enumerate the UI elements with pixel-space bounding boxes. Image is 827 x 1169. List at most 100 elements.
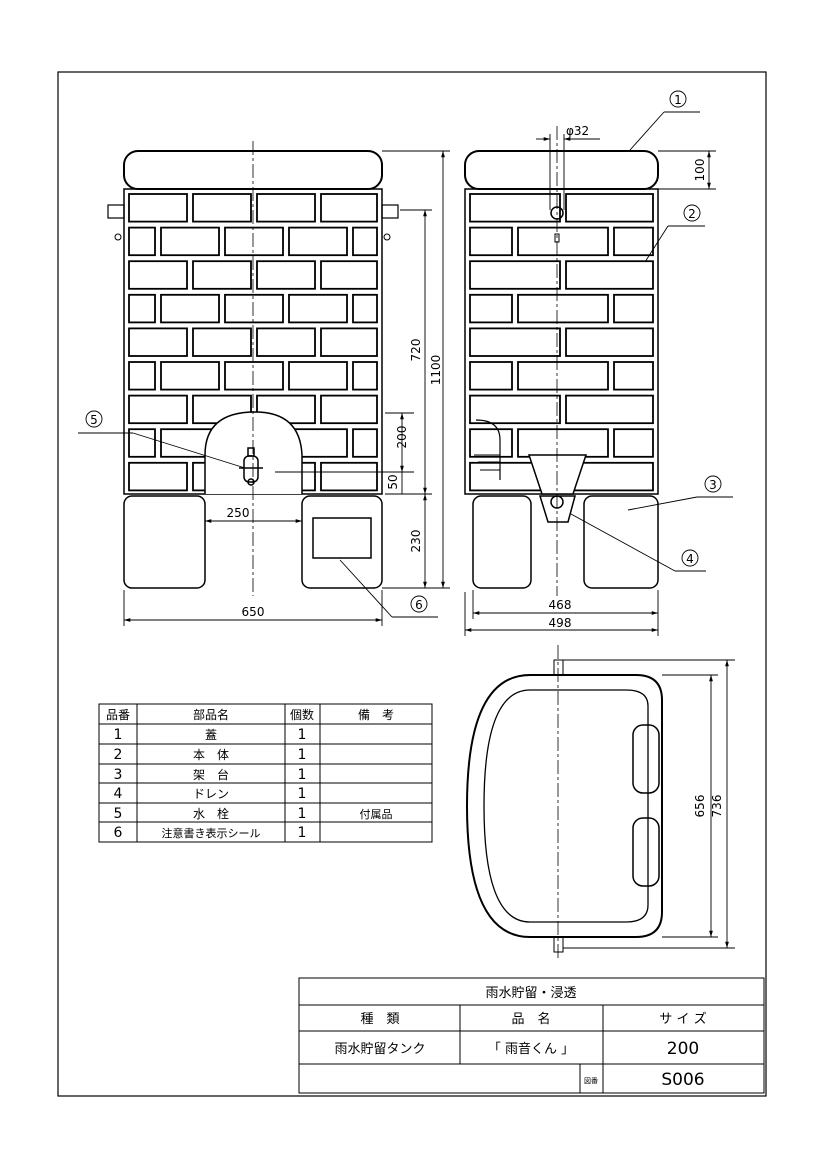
- th-note: 備 考: [358, 707, 394, 722]
- row-2-no: 2: [114, 747, 123, 763]
- side-dimension-labels: φ32 100 468 498: [549, 124, 707, 630]
- brick: [613, 293, 654, 324]
- brick: [128, 193, 188, 223]
- row-5-note: 付属品: [360, 808, 393, 821]
- brick: [320, 260, 378, 290]
- brick: [469, 293, 513, 324]
- brick: [517, 361, 609, 391]
- front-stand-right: [301, 495, 383, 589]
- callout-labels: 1 2 3 4 5 6: [90, 93, 717, 612]
- brick: [128, 461, 188, 492]
- brick: [160, 293, 220, 324]
- brick: [469, 327, 561, 357]
- row-2-name: 本 体: [193, 748, 229, 762]
- brick: [352, 226, 378, 257]
- row-5-qty: 1: [298, 806, 307, 822]
- brick: [192, 193, 252, 223]
- brick: [352, 428, 378, 458]
- th-no: 品番: [106, 708, 130, 722]
- brick: [256, 260, 316, 290]
- dim-736: 736: [710, 795, 724, 818]
- row-4-no: 4: [114, 786, 123, 802]
- brick: [128, 394, 188, 425]
- title-block-text: 雨水貯留・浸透 種 類 品 名 サ イ ズ 雨水貯留タンク 「 雨音くん 」 2…: [334, 986, 706, 1090]
- sheet-border: [57, 71, 767, 1097]
- row-6-name: 注意書き表示シール: [162, 826, 261, 840]
- brick: [256, 327, 316, 357]
- row-3-name: 架 台: [193, 767, 229, 782]
- dim-1100: 1100: [429, 355, 443, 386]
- callout-3: 3: [709, 478, 717, 492]
- row-3-no: 3: [114, 767, 123, 783]
- plan-outline-outer: [465, 674, 663, 938]
- brick: [469, 428, 513, 458]
- brick: [160, 361, 220, 391]
- brick: [288, 361, 348, 391]
- row-1-qty: 1: [298, 727, 307, 743]
- brick: [128, 327, 188, 357]
- row-1-name: 蓋: [205, 728, 217, 742]
- dim-230: 230: [409, 530, 423, 553]
- drain-funnel: [527, 454, 588, 495]
- type-label: 種 類: [360, 1011, 399, 1027]
- row-6-no: 6: [114, 825, 123, 841]
- brick: [517, 293, 609, 324]
- front-dimensions: [123, 150, 450, 626]
- faucet: [239, 447, 263, 486]
- drawing-no: S006: [661, 1070, 704, 1090]
- size-label: サ イ ズ: [659, 1011, 706, 1027]
- dim-468: 468: [549, 598, 572, 612]
- brick: [128, 293, 156, 324]
- brick: [613, 361, 654, 391]
- dim-720: 720: [409, 339, 423, 362]
- brick: [288, 226, 348, 257]
- row-4-name: ドレン: [193, 787, 229, 801]
- side-view: [464, 126, 659, 596]
- callout-6: 6: [415, 598, 423, 612]
- callout-1: 1: [674, 93, 682, 107]
- brick: [469, 361, 513, 391]
- callout-4: 4: [686, 552, 694, 566]
- row-3-qty: 1: [298, 767, 307, 783]
- dim-650: 650: [242, 605, 265, 619]
- brick: [320, 394, 378, 425]
- front-dimension-labels: 1100 720 200 50 230 250 650: [227, 339, 443, 619]
- brick: [320, 327, 378, 357]
- brick: [565, 394, 654, 425]
- side-bricks: [469, 193, 654, 492]
- plan-outline-inner: [483, 689, 649, 923]
- brick: [288, 293, 348, 324]
- plan-dimension-labels: 656 736: [693, 795, 724, 818]
- parts-table-text: 品番 部品名 個数 備 考 1 蓋 1 2 本 体 1 3 架 台 1 4 ドレ…: [106, 707, 394, 841]
- brick: [517, 428, 609, 458]
- brick: [128, 226, 156, 257]
- brick: [565, 260, 654, 290]
- name-value: 「 雨音くん 」: [488, 1041, 574, 1057]
- title-block: [298, 977, 765, 1094]
- brick: [192, 327, 252, 357]
- brick: [128, 361, 156, 391]
- row-4-qty: 1: [298, 786, 307, 802]
- side-stand-left: [472, 495, 532, 589]
- brick: [192, 260, 252, 290]
- parts-table: [98, 703, 433, 843]
- drawing-no-label: 図番: [584, 1077, 598, 1085]
- type-value: 雨水貯留タンク: [334, 1042, 425, 1057]
- dim-498: 498: [549, 616, 572, 630]
- brick: [256, 193, 316, 223]
- front-stand-left: [123, 495, 206, 589]
- brick: [128, 260, 188, 290]
- brick: [469, 193, 561, 223]
- row-5-no: 5: [114, 806, 123, 822]
- name-label: 品 名: [511, 1011, 550, 1027]
- brick: [352, 361, 378, 391]
- brick: [128, 428, 156, 458]
- th-name: 部品名: [193, 707, 229, 722]
- brick: [224, 361, 284, 391]
- side-stand-right: [583, 495, 659, 589]
- brick: [565, 193, 654, 223]
- callout-2: 2: [688, 207, 696, 221]
- brick: [613, 428, 654, 458]
- brick: [565, 327, 654, 357]
